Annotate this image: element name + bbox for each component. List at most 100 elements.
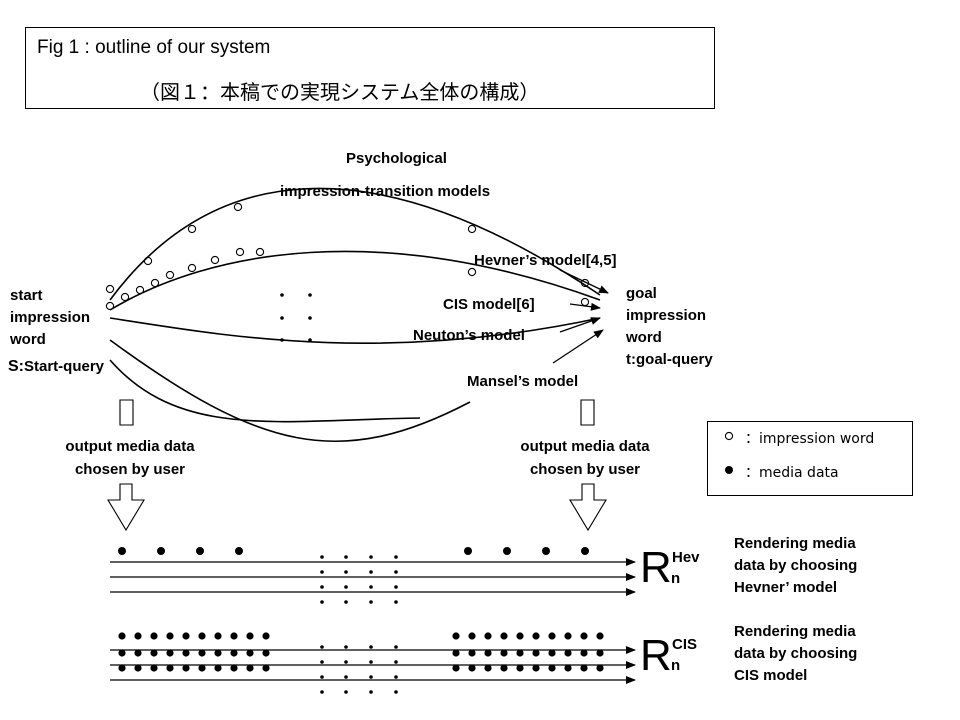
cis-media-dot (452, 632, 460, 640)
middle-ellipsis-dot (344, 675, 348, 679)
cis-media-dot (118, 632, 126, 640)
cis-media-dot (230, 632, 238, 640)
cis-media-dot (198, 632, 206, 640)
cis-caption: Rendering media data by choosing CIS mod… (734, 621, 857, 687)
cis-media-dot (166, 649, 174, 657)
transition-curve-neuton (109, 317, 601, 344)
cis-media-dot (230, 664, 238, 672)
middle-ellipsis-dot (369, 585, 373, 589)
middle-ellipsis-dot (320, 600, 324, 604)
cis-media-dot (166, 664, 174, 672)
cis-media-dot (532, 632, 540, 640)
cis-media-dot (214, 649, 222, 657)
cis-media-dot (246, 649, 254, 657)
cis-media-dot (134, 632, 142, 640)
middle-ellipsis-dot (320, 690, 324, 694)
middle-ellipsis-dot (320, 645, 324, 649)
legend-media-symbol (725, 466, 733, 474)
middle-ellipsis-dot (344, 570, 348, 574)
cis-caption-line-1: Rendering media (734, 623, 856, 640)
start-label-line-2: impression (10, 309, 91, 326)
transition-curve-mansel (109, 339, 471, 443)
cis-media-dot (452, 664, 460, 672)
down-arrow-left-upper (119, 399, 134, 426)
cis-media-dot (214, 632, 222, 640)
figure-title: Fig 1 : outline of our system (37, 37, 271, 58)
arrow-hevner-to-goal (559, 269, 609, 294)
cis-media-dot (150, 664, 158, 672)
middle-ellipsis-dot (394, 585, 398, 589)
middle-ellipsis-dot (369, 690, 373, 694)
cis-media-dot (198, 664, 206, 672)
hev-caption: Rendering media data by choosing Hevner’… (734, 533, 857, 599)
cis-media-dot (484, 649, 492, 657)
cis-media-dot (564, 632, 572, 640)
start-label: start impression word (10, 285, 90, 351)
cis-media-dot (532, 664, 540, 672)
cis-media-dot (262, 664, 270, 672)
middle-ellipsis-dot (394, 570, 398, 574)
middle-ellipsis-dot (320, 570, 324, 574)
arrow-neuton-to-goal (559, 317, 601, 333)
middle-ellipsis-grid (320, 555, 398, 694)
cis-media-dot (468, 649, 476, 657)
cis-media-dot (580, 664, 588, 672)
cis-media-dot (580, 632, 588, 640)
middle-ellipsis-dot (344, 555, 348, 559)
middle-ellipsis-dot (394, 555, 398, 559)
goal-label-line-4: t:goal-query (626, 351, 713, 368)
r-hev-symbol: R (640, 543, 672, 592)
middle-ellipsis-dot (344, 645, 348, 649)
goal-label-line-2: impression (626, 307, 707, 324)
cis-media-dot (198, 649, 206, 657)
cis-media-dot (516, 664, 524, 672)
start-query-label: S:Start-query (8, 358, 104, 376)
cis-caption-line-3: CIS model (734, 667, 808, 684)
cis-media-dot (548, 664, 556, 672)
cis-media-dot (516, 649, 524, 657)
middle-ellipsis-dot (320, 585, 324, 589)
output-left-line-1: output media data (65, 438, 195, 455)
cis-media-dot (596, 664, 604, 672)
cis-media-dot (246, 664, 254, 672)
cis-model-label: CIS model[6] (443, 296, 535, 313)
output-left-label: output media data chosen by user (48, 435, 212, 481)
cis-media-dot (484, 632, 492, 640)
cis-media-dot (118, 649, 126, 657)
cis-media-dot (596, 649, 604, 657)
output-right-line-1: output media data (520, 438, 650, 455)
cis-media-dot (214, 664, 222, 672)
middle-ellipsis-dot (369, 645, 373, 649)
middle-ellipsis-dot (394, 660, 398, 664)
hev-caption-line-2: data by choosing (734, 557, 858, 574)
cis-media-dot (262, 632, 270, 640)
middle-ellipsis-dot (344, 600, 348, 604)
cis-media-dot (134, 664, 142, 672)
legend-media-text: ：media data (745, 465, 839, 481)
middle-ellipsis-dot (394, 645, 398, 649)
down-arrow-right-upper (580, 399, 595, 426)
goal-label: goal impression word t:goal-query (626, 283, 713, 371)
start-query-prefix: S: (8, 358, 24, 375)
middle-ellipsis-dot (320, 555, 324, 559)
middle-ellipsis-dot (369, 600, 373, 604)
impression-word-circles (105, 202, 590, 311)
legend-impression-symbol (724, 431, 734, 441)
goal-label-line-1: goal (626, 285, 657, 302)
cis-media-dot (564, 649, 572, 657)
psych-label-1: Psychological (346, 150, 447, 167)
hev-caption-line-1: Rendering media (734, 535, 856, 552)
cis-media-dot (182, 649, 190, 657)
title-box (25, 27, 715, 109)
cis-media-dot (150, 632, 158, 640)
cis-media-dot (452, 649, 460, 657)
middle-ellipsis-dot (369, 570, 373, 574)
cis-media-dot (548, 632, 556, 640)
start-label-line-3: word (10, 331, 46, 348)
goal-label-line-3: word (626, 329, 662, 346)
legend-impression-text: ：impression word (745, 431, 875, 447)
middle-ellipsis-dot (369, 660, 373, 664)
cis-media-dot (500, 664, 508, 672)
r-cis-symbol: R (640, 631, 672, 680)
cis-media-dot (500, 649, 508, 657)
